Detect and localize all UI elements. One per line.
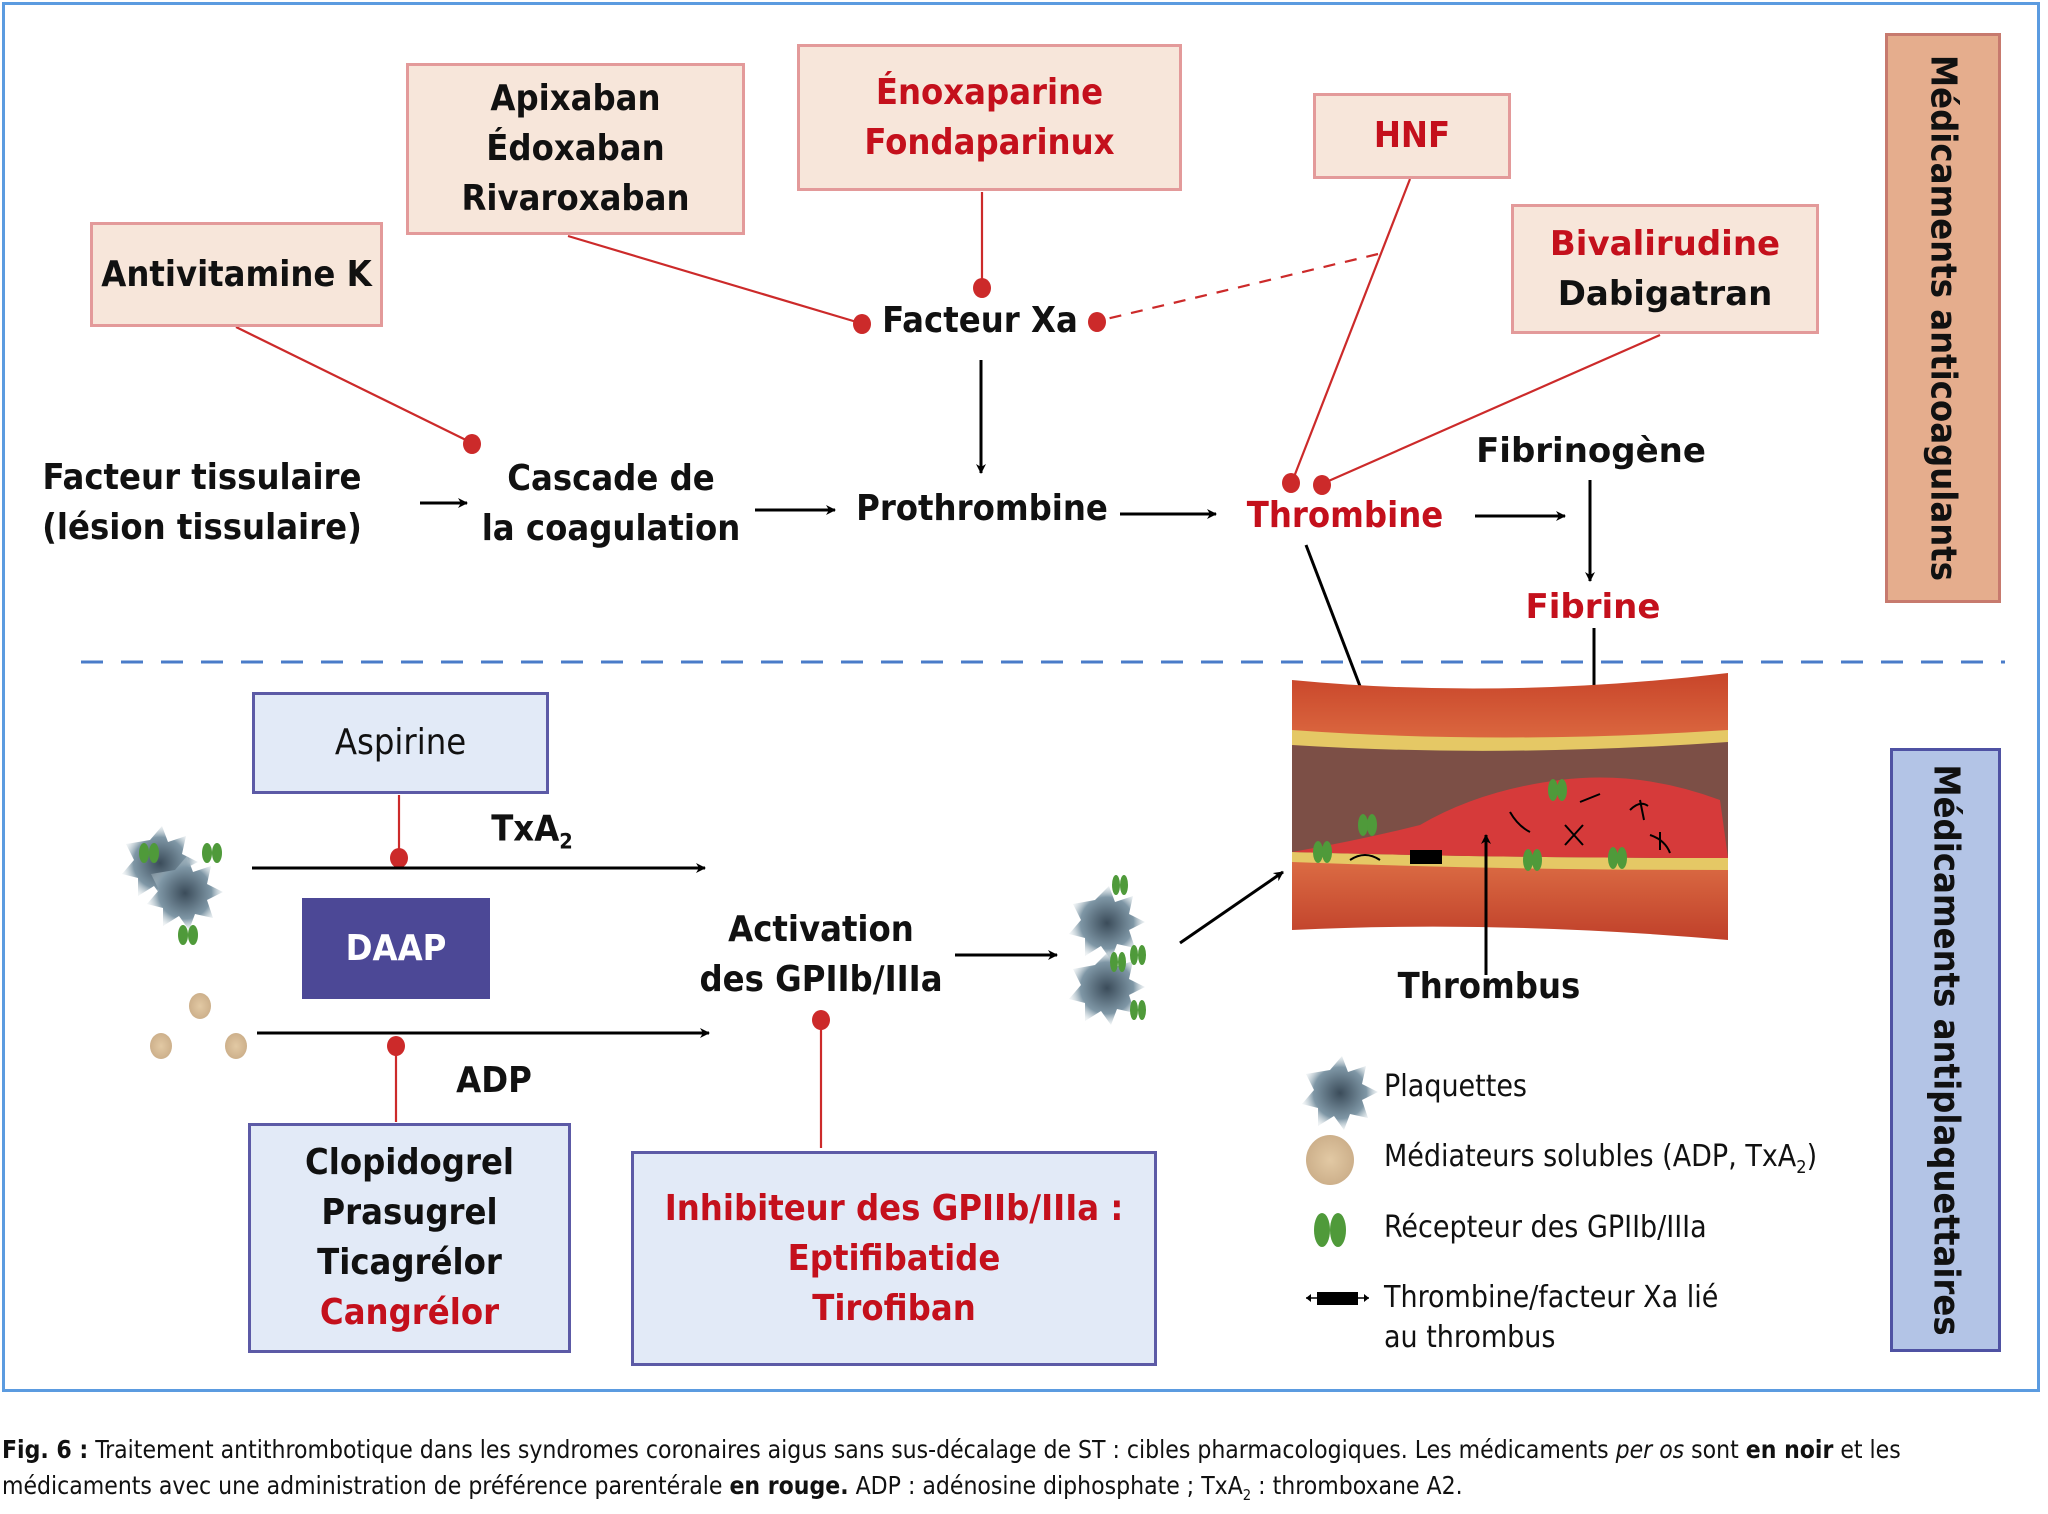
cascade-line2: la coagulation	[481, 508, 741, 549]
drug-enoxaparine: Énoxaparine	[875, 71, 1104, 113]
txa2-label: TxA2	[491, 804, 573, 867]
drug-rivaroxaban: Rivaroxaban	[461, 178, 690, 219]
prothrombine-label: Prothrombine	[856, 488, 1108, 529]
hnf-thrombin-inhibition-dot	[1282, 473, 1300, 493]
drug-tirofiban: Tirofiban	[812, 1287, 976, 1329]
avk-inhibition-dot	[463, 434, 481, 454]
caption-text-2: sont	[1684, 1435, 1746, 1464]
hbpm-inhibition-dot	[973, 278, 991, 298]
figure-frame	[2, 2, 2040, 1392]
xa-oral-inhibition-line	[567, 234, 861, 325]
legend-bound-thrombin: Thrombine/facteur Xa lié au thrombus	[1384, 1278, 1718, 1358]
thrombus-label: Thrombus	[1397, 966, 1581, 1007]
caption-text-1: Traitement antithrombotique dans les syn…	[88, 1435, 1616, 1464]
legend-mediators: Médiateurs solubles (ADP, TxA2)	[1384, 1137, 1817, 1188]
facteur-tissulaire-label: Facteur tissulaire (lésion tissulaire)	[42, 453, 362, 553]
dti-inhibition-dot	[1313, 475, 1331, 495]
direct-thrombin-inhibitor-box: Bivalirudine Dabigatran	[1511, 204, 1819, 334]
legend-mediators-end: )	[1806, 1139, 1818, 1174]
facteur-tissulaire-line2: (lésion tissulaire)	[42, 507, 362, 548]
txa2-subscript: 2	[559, 829, 573, 855]
legend-bound-line1: Thrombine/facteur Xa lié	[1384, 1280, 1719, 1315]
gp-inhibitor-box: Inhibiteur des GPIIb/IIIa : Eptifibatide…	[631, 1151, 1157, 1366]
p2y12-inhibitor-box: Clopidogrel Prasugrel Ticagrélor Cangrél…	[248, 1123, 571, 1353]
dti-inhibition-line	[1323, 333, 1661, 485]
drug-aspirine: Aspirine	[334, 722, 467, 763]
oral-xa-inhibitor-box: Apixaban Édoxaban Rivaroxaban	[406, 63, 745, 235]
anticoagulant-section-label: Médicaments anticoagulants	[1885, 33, 2001, 603]
thrombine-label: Thrombine	[1246, 495, 1444, 536]
drug-clopidogrel: Clopidogrel	[304, 1142, 515, 1183]
drug-cangrelor: Cangrélor	[319, 1292, 500, 1333]
antiplatelet-section-text: Médicaments antiplaquettaires	[1925, 764, 1966, 1336]
gp-inhibition-dot	[812, 1010, 830, 1030]
facteur-tissulaire-line1: Facteur tissulaire	[42, 457, 362, 498]
drug-antivitamine-k: Antivitamine K	[101, 253, 372, 295]
legend-mediators-sub: 2	[1796, 1157, 1807, 1178]
caption-text-5: : thromboxane A2.	[1251, 1471, 1463, 1500]
daap-label: DAAP	[345, 927, 447, 969]
txa2-base: TxA	[491, 808, 560, 850]
daap-box: DAAP	[302, 898, 490, 999]
activation-line2: des GPIIb/IIIa	[699, 959, 943, 1000]
caption-italic: per os	[1615, 1435, 1685, 1464]
drug-prasugrel: Prasugrel	[321, 1192, 498, 1233]
drug-fondaparinux: Fondaparinux	[864, 121, 1115, 163]
legend-platelets: Plaquettes	[1384, 1069, 1527, 1104]
legend-mediators-text: Médiateurs solubles (ADP, TxA	[1384, 1139, 1797, 1174]
facteur-xa-label: Facteur Xa	[882, 300, 1078, 341]
caption-text-4: ADP : adénosine diphosphate ; TxA	[848, 1471, 1243, 1500]
adp-label: ADP	[456, 1060, 532, 1101]
legend-bound-line2: au thrombus	[1384, 1320, 1556, 1355]
hnf-thrombin-inhibition-line	[1290, 178, 1412, 483]
legend-receptor: Récepteur des GPIIb/IIIa	[1384, 1210, 1707, 1245]
drug-bivalirudine: Bivalirudine	[1549, 224, 1781, 264]
drug-ticagrelor: Ticagrélor	[317, 1242, 502, 1283]
cascade-coagulation-label: Cascade de la coagulation	[482, 454, 741, 554]
drug-eptifibatide: Eptifibatide	[787, 1237, 1001, 1279]
xa-oral-inhibition-dot	[853, 314, 871, 334]
caption-bold-black: en noir	[1745, 1435, 1834, 1464]
fibrinogene-label: Fibrinogène	[1476, 431, 1706, 471]
drug-edoxaban: Édoxaban	[486, 128, 665, 169]
drug-hnf: HNF	[1373, 115, 1451, 156]
activation-gpiib-iiia-label: Activation des GPIIb/IIIa	[699, 905, 942, 1005]
arrow-thrombin-to-thrombus	[1304, 544, 1417, 831]
drug-dabigatran: Dabigatran	[1557, 274, 1773, 314]
caption-sub: 2	[1242, 1486, 1252, 1504]
hnf-box: HNF	[1313, 93, 1511, 179]
hbpm-box: Énoxaparine Fondaparinux	[797, 44, 1182, 191]
figure-caption: Fig. 6 : Traitement antithrombotique dan…	[2, 1432, 2046, 1514]
p2y12-inhibition-dot	[387, 1036, 405, 1056]
caption-bold-red: en rouge.	[729, 1471, 849, 1500]
anticoagulant-section-text: Médicaments anticoagulants	[1922, 54, 1964, 582]
hnf-xa-inhibition-dot	[1088, 312, 1106, 332]
aspirine-box: Aspirine	[252, 692, 549, 794]
hnf-xa-dashed-line	[1097, 252, 1379, 323]
avk-inhibition-line	[235, 326, 471, 443]
aspirin-inhibition-dot	[390, 848, 408, 868]
fibrine-label: Fibrine	[1525, 587, 1661, 627]
arrow-platelets-to-vessel	[1179, 870, 1284, 945]
caption-fig-label: Fig. 6 :	[2, 1435, 89, 1464]
gp-inhibitor-title: Inhibiteur des GPIIb/IIIa :	[664, 1187, 1124, 1229]
cascade-line1: Cascade de	[507, 458, 715, 499]
caption-text-3: et les médicaments avec une administrati…	[2, 1435, 1901, 1500]
antiplatelet-section-label: Médicaments antiplaquettaires	[1890, 748, 2001, 1352]
avk-box: Antivitamine K	[90, 222, 383, 327]
activation-line1: Activation	[728, 909, 914, 950]
drug-apixaban: Apixaban	[490, 78, 661, 119]
